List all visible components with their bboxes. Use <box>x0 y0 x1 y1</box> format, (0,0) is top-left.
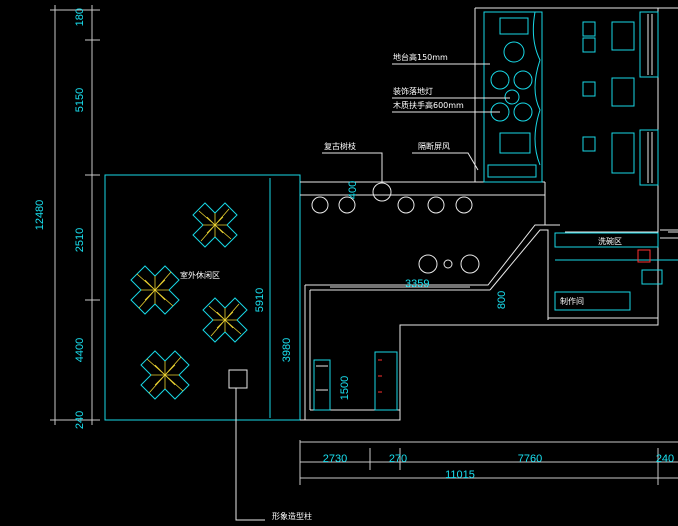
floor-lamp-label: 装饰落地灯 <box>393 86 433 96</box>
handrail-label: 木质扶手高600mm <box>393 100 464 110</box>
kitchen-area: 洗碗区 制作间 <box>548 229 678 319</box>
dim-1500: 1500 <box>339 376 351 400</box>
bar-label: 制作间 <box>560 296 584 306</box>
lower-kitchen <box>313 351 398 411</box>
outdoor-area <box>104 174 301 421</box>
dim-11015: 11015 <box>445 469 475 481</box>
dim-2510: 2510 <box>74 228 86 252</box>
dining-booth-area <box>483 11 543 183</box>
umbrella-table-3 <box>202 297 248 343</box>
tree-label: 复古树枝 <box>324 141 356 151</box>
column-label: 形象造型柱 <box>272 511 312 521</box>
umbrella-table-4 <box>140 350 190 400</box>
dim-5910: 5910 <box>254 288 266 312</box>
column-leader-line <box>235 388 265 521</box>
bar-stools <box>311 182 473 214</box>
dim-5150: 5150 <box>74 88 86 112</box>
right-booths <box>582 11 659 186</box>
dim-2730: 2730 <box>323 453 347 465</box>
dim-800: 800 <box>496 291 508 309</box>
feature-column <box>228 369 248 389</box>
interior-walls <box>300 7 678 421</box>
round-tables <box>418 254 480 274</box>
dim-7760: 7760 <box>518 453 542 465</box>
dim-400: 400 <box>347 181 359 199</box>
annotations: 地台高150mm 装饰落地灯 木质扶手高600mm 复古树枝 隔断屏风 <box>322 52 510 183</box>
room-label: 洗碗区 <box>598 236 622 246</box>
outdoor-area-label: 室外休闲区 <box>180 270 220 280</box>
dim-3980: 3980 <box>281 338 293 362</box>
bottom-dimension-chain: 2730 270 7760 240 11015 <box>299 440 678 485</box>
left-dimension-chain: 180 5150 12480 2510 4400 240 <box>34 5 100 429</box>
umbrella-table-2 <box>130 265 180 315</box>
dim-12480: 12480 <box>34 200 46 231</box>
umbrella-table-1 <box>192 202 238 248</box>
dim-4400: 4400 <box>74 338 86 362</box>
screen-label: 隔断屏风 <box>418 141 450 151</box>
counter-label: 地台高150mm <box>393 52 448 62</box>
dim-270: 270 <box>389 453 407 465</box>
dim-3359: 3359 <box>405 278 429 290</box>
dim-240: 240 <box>74 411 86 429</box>
dim-3359-group: 3359 <box>330 278 470 290</box>
dim-240-bottom: 240 <box>656 453 674 465</box>
dim-180: 180 <box>74 8 86 26</box>
